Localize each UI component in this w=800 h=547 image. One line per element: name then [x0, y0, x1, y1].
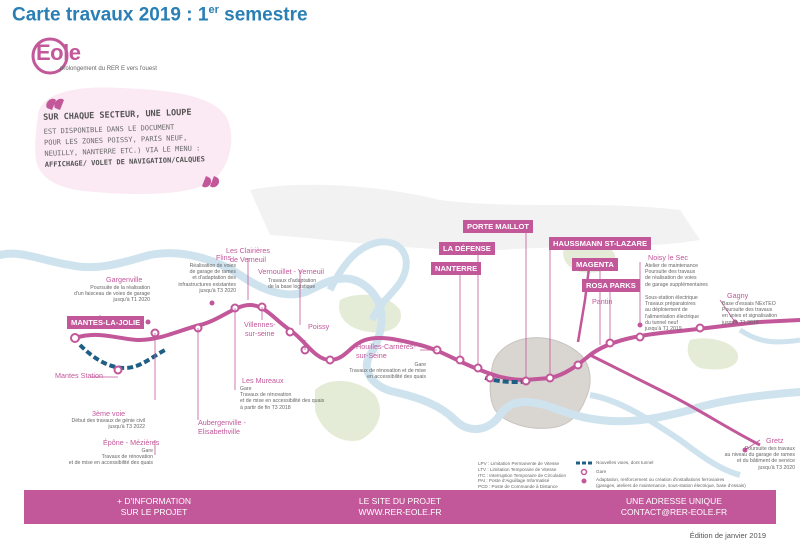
note-les-mureaux: Gare Travaux de rénovation et de mise en…	[240, 386, 325, 411]
place-epone: Épône - Mézières	[103, 438, 160, 447]
station-dot	[635, 332, 645, 342]
legend-abbreviations: LPV : Limitation Permanente de Vitesse L…	[478, 461, 567, 490]
page-title: Carte travaux 2019 : 1er semestre	[12, 4, 308, 26]
place-vernouillet: Vernouillet - Verneuil	[258, 267, 324, 276]
station-dot	[113, 365, 123, 375]
quote-close-icon	[202, 176, 220, 188]
station-la-defense[interactable]: LA DÉFENSE	[439, 242, 495, 255]
logo-subtitle: prolongement du RER E vers l'ouest	[60, 66, 157, 72]
footer-contact[interactable]: UNE ADRESSE UNIQUE CONTACT@RER-EOLE.FR	[620, 496, 728, 517]
quote-open-icon	[46, 98, 64, 110]
note-noisy-atelier: Atelier de maintenance Poursuite des tra…	[645, 263, 708, 288]
note-epone: Gare Travaux de rénovation et de mise en…	[68, 448, 153, 467]
rer-e-branch	[576, 259, 592, 343]
note-flins: Réalisation de voies de garage de rames …	[178, 263, 236, 294]
place-mantes-station: Mantes Station	[55, 371, 103, 380]
station-rosa-parks[interactable]: ROSA PARKS	[582, 279, 640, 292]
station-dot	[485, 373, 495, 383]
place-troisieme-voie: 3ème voie	[92, 409, 126, 418]
footer-banner: + D'INFORMATION SUR LE PROJET LE SITE DU…	[24, 490, 776, 524]
edition-date: Édition de janvier 2019	[689, 531, 766, 540]
rer-e-branch	[589, 353, 761, 447]
station-dot	[455, 355, 465, 365]
logo-text: Eole	[36, 40, 81, 65]
legend-station: Gare	[596, 469, 607, 474]
oise-river	[738, 327, 800, 345]
place-gagny: Gagny	[727, 291, 749, 300]
footer-info: + D'INFORMATION SUR LE PROJET	[117, 496, 191, 517]
new-tunnel	[78, 343, 166, 371]
bubble-shape	[35, 87, 232, 195]
info-bubble: Sur chaque secteur, une loupe est dispon…	[43, 107, 210, 171]
station-dot	[573, 360, 583, 370]
place-villennes: Villennes- sur-seine	[244, 320, 276, 338]
station-dot	[695, 323, 705, 333]
footer-website[interactable]: LE SITE DU PROJET WWW.RER-EOLE.FR	[358, 496, 442, 517]
station-dot	[605, 338, 615, 348]
station-magenta[interactable]: MAGENTA	[572, 258, 618, 271]
forest-area	[339, 294, 401, 333]
marne-river	[589, 392, 741, 478]
place-noisy: Noisy le Sec	[648, 253, 688, 262]
place-pantin: Pantin	[592, 297, 613, 306]
place-aubergenville: Aubergenville - Elisabethville	[198, 418, 246, 436]
place-gargenville: Gargenville	[106, 275, 143, 284]
forest-area	[687, 338, 739, 370]
station-dot	[325, 355, 335, 365]
station-dot	[545, 373, 555, 383]
place-gretz: Gretz	[766, 436, 784, 445]
note-vernouillet: Travaux d'adaptation de la base logistiq…	[268, 278, 317, 291]
work-marker	[209, 300, 215, 306]
station-nanterre[interactable]: NANTERRE	[431, 262, 482, 275]
leader-line	[744, 439, 761, 451]
place-clairieres: Les Clairières de Verneuil	[226, 246, 270, 264]
note-houilles: Gare Travaux de rénovation et de mise en…	[349, 362, 426, 381]
note-noisy-sous-station: Sous-station électrique Travaux préparat…	[645, 295, 700, 333]
note-troisieme-voie: Début des travaux de génie civil jusqu'à…	[71, 418, 145, 431]
station-porte-maillot[interactable]: PORTE MAILLOT	[463, 220, 534, 233]
work-marker	[145, 319, 151, 325]
seine-river	[0, 249, 800, 433]
logo-ring	[31, 37, 69, 75]
forest-area	[315, 380, 380, 441]
note-gagny: Base d'essais NExTEO Poursuite des trava…	[722, 301, 778, 326]
legend-new-track: Nouvelles voies, dont tunnel	[596, 460, 654, 465]
note-gargenville: Poursuite de la réalisation d'un faiscea…	[74, 285, 150, 304]
station-dot	[473, 363, 483, 373]
urban-area	[250, 184, 700, 251]
place-les-mureaux: Les Mureaux	[242, 376, 284, 385]
seine-river	[326, 238, 410, 322]
legend-symbols	[576, 461, 592, 484]
place-poissy: Poissy	[308, 322, 330, 331]
station-dot	[70, 333, 80, 343]
place-houilles: Houilles-Carrières- sur-Seine	[356, 342, 416, 360]
station-mantes-la-jolie[interactable]: MANTES-LA-JOLIE	[67, 316, 145, 329]
leader-line	[719, 299, 736, 323]
station-dot	[285, 327, 295, 337]
station-haussmann[interactable]: HAUSSMANN ST-LAZARE	[549, 237, 652, 250]
note-gretz: Poursuite des travaux au niveau du garag…	[724, 446, 795, 471]
place-flins: Flins	[216, 253, 232, 262]
station-dot	[521, 376, 531, 386]
legend-adaptation: Adaptation, renforcement ou création d'i…	[596, 477, 746, 488]
